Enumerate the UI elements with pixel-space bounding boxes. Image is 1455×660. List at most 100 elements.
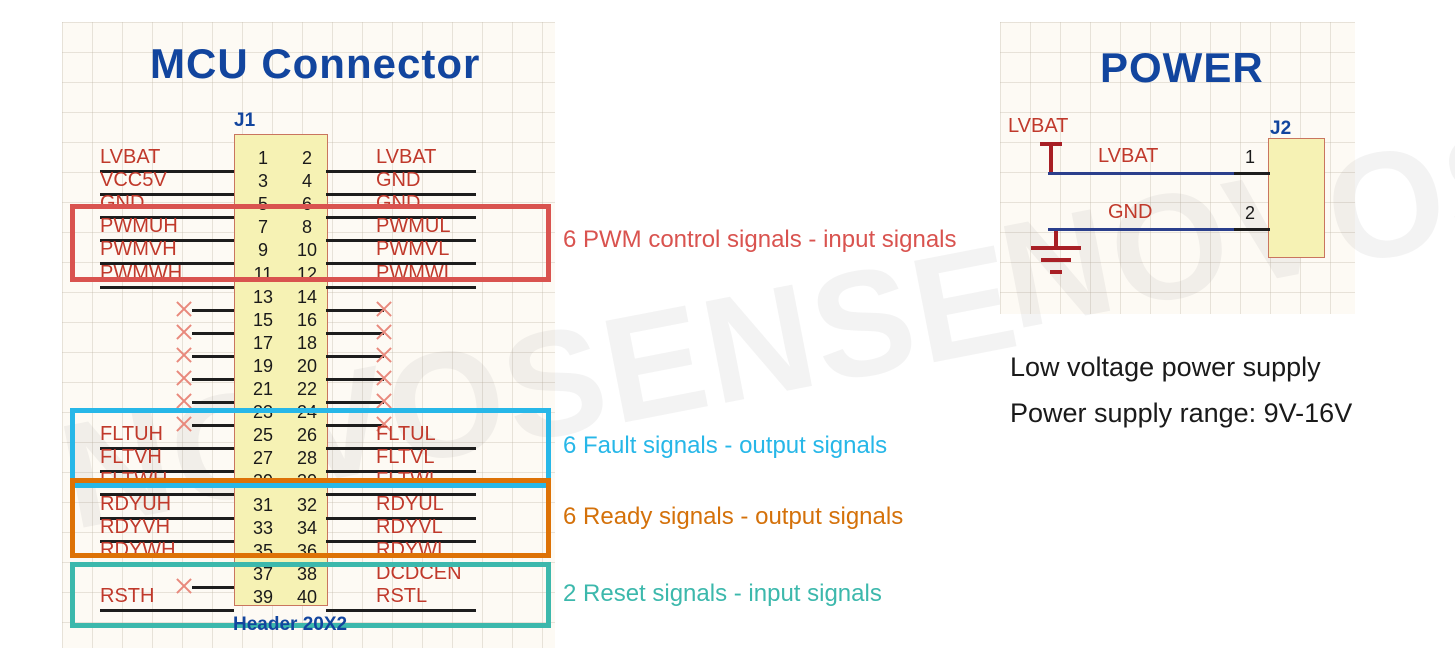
j1-wire-right [326,354,384,358]
j1-pin-number: 27 [252,448,274,469]
j1-pin-number: 32 [296,494,318,515]
j1-pin-number: 21 [252,379,274,399]
mcu-panel-title: MCU Connector [150,40,481,87]
j1-wire-left [192,354,234,358]
j1-pin-number: 1 [257,148,268,168]
no-connect-icon [174,299,194,319]
j1-signal-label-left: RDYVH [100,515,171,538]
j1-wire-right [326,377,384,381]
j1-pin-number: 16 [296,309,318,330]
highlight-box-ready [70,478,551,558]
j1-pin-number: 18 [296,332,318,353]
j1-wire-right [326,308,384,312]
j1-pin-number: 17 [252,332,274,353]
j1-pin-number: 10 [296,240,318,261]
j1-signal-label-left: RDYUH [100,492,172,515]
annotation-fault: 6 Fault signals - output signals [563,432,888,459]
j1-wire-right [326,262,476,266]
j2-pin-2: 2 [1244,203,1255,223]
no-connect-icon [174,322,194,342]
j1-signal-label-right: DCDCEN [376,561,462,584]
j1-wire-right [326,493,476,497]
j1-wire-right [326,608,476,612]
j1-wire-left [192,424,234,428]
j1-signal-label-left: PWMVH [100,238,177,261]
j1-pin-number: 19 [252,355,274,376]
j1-wire-left [100,608,234,612]
j1-wire-left [192,308,234,312]
j1-signal-label-left: FLTUH [100,423,163,446]
power-wire-gnd-blue [1048,228,1236,231]
j1-wire-right [326,470,476,474]
j1-signal-label-right: FLTVL [376,446,435,469]
j1-signal-label-left: FLTVH [100,446,162,469]
j1-connector-body [234,134,328,606]
j1-wire-left [100,170,234,173]
j1-signal-label-right: PWMUL [376,215,451,238]
j1-signal-label-right: RDYUL [376,492,444,515]
power-net-label-gnd: GND [1108,201,1153,223]
j1-pin-number: 26 [296,425,318,446]
power-net-label-lvbat: LVBAT [1098,145,1159,167]
j1-wire-right [326,331,384,335]
j1-signal-label-right: PWMVL [376,238,450,261]
power-panel-title: POWER [1100,44,1264,91]
j1-pin-number: 14 [296,286,318,307]
j1-wire-right [326,447,476,451]
j1-pin-number: 13 [252,286,274,307]
j1-pin-number: 40 [296,586,318,607]
j1-wire-left [100,262,234,266]
j1-wire-right [326,193,476,197]
j1-pin-number: 34 [296,517,318,538]
j1-pin-number: 4 [301,171,312,192]
j1-wire-left [100,516,234,520]
j1-wire-right [326,539,476,543]
j1-reference-designator: J1 [234,110,256,131]
j1-pin-number: 31 [252,494,274,515]
j1-wire-right [326,170,476,173]
j1-pin-number: 3 [257,171,268,192]
j1-footprint-label: Header 20X2 [233,614,348,635]
j1-wire-right [326,401,384,404]
j1-wire-left [100,193,234,197]
power-wire-lvbat-pin [1234,172,1270,175]
no-connect-icon [174,345,194,365]
j1-signal-label-left: PWMUH [100,215,178,238]
j1-wire-left [100,216,234,220]
j1-wire-left [100,285,234,289]
power-wire-lvbat-blue [1048,172,1236,175]
annotation-reset: 2 Reset signals - input signals [563,580,882,607]
j1-wire-left [100,470,234,474]
no-connect-icon [374,345,394,365]
j1-wire-left [100,447,234,451]
no-connect-icon [174,368,194,388]
j1-pin-number: 37 [252,563,274,584]
j1-wire-left [100,493,234,497]
j1-pin-number: 22 [296,379,318,399]
j1-wire-right [326,516,476,520]
highlight-box-reset [70,562,551,628]
j2-connector-body [1268,138,1325,258]
no-connect-icon [374,299,394,319]
j1-signal-label-left: VCC5V [100,169,167,192]
j1-wire-left [192,585,234,589]
j1-signal-label-left: LVBAT [100,146,161,168]
j1-pin-number: 15 [252,309,274,330]
j1-pin-number: 25 [252,425,274,446]
j1-wire-right [326,239,476,243]
j1-wire-right [326,216,476,220]
j1-pin-number: 9 [257,240,268,261]
power-description-line-2: Power supply range: 9V-16V [1010,398,1353,428]
j2-pin-1: 1 [1244,147,1255,167]
j1-signal-label-left: RSTH [100,584,155,607]
j1-wire-left [192,401,234,404]
j1-pin-number: 28 [296,448,318,469]
j1-signal-label-right: LVBAT [376,146,437,168]
j1-pin-number: 33 [252,517,274,538]
j1-pin-number: 8 [301,217,312,238]
highlight-box-fault [70,408,551,488]
j1-signal-label-right: RSTL [376,584,428,607]
j1-pin-number: 20 [296,355,318,376]
j1-signal-label-right: RDYVL [376,515,443,538]
j1-wire-right [326,285,476,289]
